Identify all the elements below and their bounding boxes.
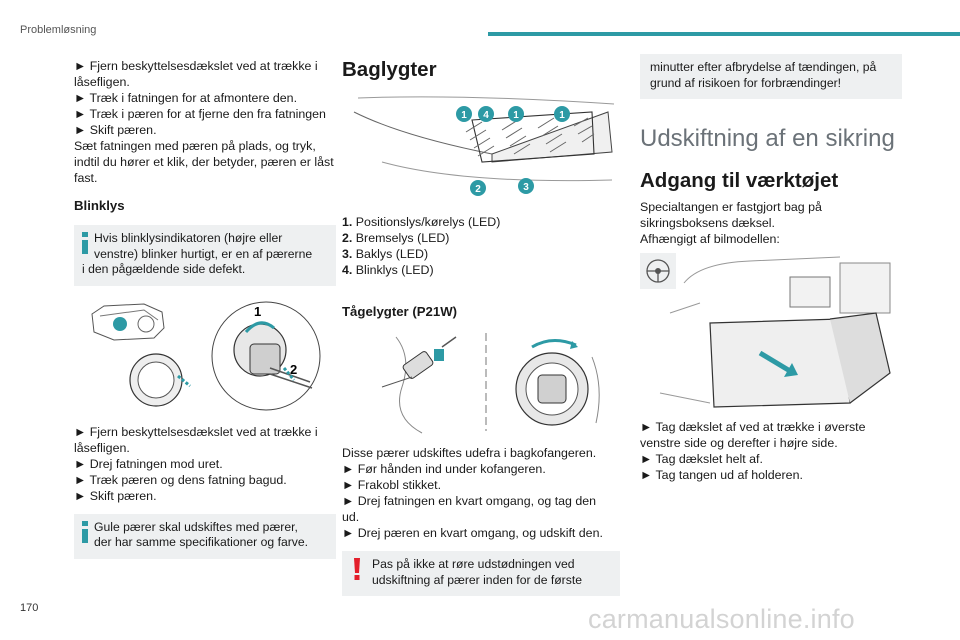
column-2: Baglygter 1 4 1 1 2 3 1. Positionslys/kø…: [342, 58, 620, 596]
lamp-list: 1. Positionslys/kørelys (LED) 2. Bremsel…: [342, 214, 620, 278]
baglygter-heading: Baglygter: [342, 58, 437, 81]
list-item: 4. Blinklys (LED): [342, 263, 434, 277]
baglygter-figure: 1 4 1 1 2 3: [353, 96, 615, 196]
text-line: ► Skift pæren.: [74, 488, 157, 503]
text-line: ► Frakobl stikket.: [342, 478, 442, 492]
column-1: ► Fjern beskyttelsesdækslet ved at trækk…: [74, 58, 336, 559]
text-line: indtil du hører et klik, der betyder, pæ…: [74, 155, 334, 169]
fog-steps: Disse pærer udskiftes udefra i bagkofang…: [342, 445, 620, 541]
text-line: låsefligen.: [74, 440, 130, 455]
warning-note-continued: minutter efter afbrydelse af tændingen, …: [640, 54, 902, 99]
fuse-heading: Udskiftning af en sikring: [640, 125, 895, 152]
fuse-cover-figure: [640, 253, 891, 408]
info-note: Hvis blinklysindikatoren (højre eller ve…: [74, 225, 336, 286]
list-item: 3. Baklys (LED): [342, 247, 429, 261]
callout-1: 1: [559, 110, 565, 121]
text-line: ► Tag dækslet helt af.: [640, 452, 763, 466]
text-line: ► Træk pæren og dens fatning bagud.: [74, 472, 287, 487]
text-line: ► Tag tangen ud af holderen.: [640, 468, 803, 482]
tool-heading: Adgang til værktøjet: [640, 169, 839, 192]
column-3: minutter efter afbrydelse af tændingen, …: [640, 54, 902, 483]
text-line: venstre side og derefter i højre side.: [640, 436, 838, 450]
fuse-steps: ► Tag dækslet af ved at trække i øverste…: [640, 419, 902, 483]
note-line: udskiftning af pærer inden for de første: [372, 572, 583, 587]
page-number: 170: [20, 602, 39, 614]
list-item: 1. Positionslys/kørelys (LED): [342, 215, 501, 229]
fog-lamp-figure: [381, 333, 600, 434]
info-icon: [82, 520, 88, 543]
text-line: Sæt fatningen med pæren på plads, og try…: [74, 139, 316, 153]
callout-3: 3: [523, 182, 529, 193]
callout-4: 4: [483, 110, 489, 121]
text-line: Afhængigt af bilmodellen:: [640, 232, 780, 246]
text-line: ► Skift pæren.: [74, 123, 157, 137]
note-line: Pas på ikke at røre udstødningen ved: [372, 557, 575, 571]
note-line: Gule pærer skal udskiftes med pærer,: [94, 519, 298, 534]
intro-text: ► Fjern beskyttelsesdækslet ved at trækk…: [74, 58, 336, 186]
text-line: ► Fjern beskyttelsesdækslet ved at trækk…: [74, 424, 318, 439]
note-line: der har samme specifikationer og farve.: [94, 535, 309, 549]
callout-2: 2: [475, 184, 481, 195]
text-line: Specialtangen er fastgjort bag på: [640, 200, 822, 214]
text-line: ► Før hånden ind under kofangeren.: [342, 462, 546, 476]
tool-text: Specialtangen er fastgjort bag på sikrin…: [640, 199, 902, 247]
text-line: låsefligen.: [74, 75, 130, 89]
text-line: ► Fjern beskyttelsesdækslet ved at trækk…: [74, 59, 318, 73]
callout-1: 1: [461, 110, 467, 121]
blinklys-figure: 1 2: [91, 301, 321, 410]
note-line: i den pågældende side defekt.: [82, 262, 246, 276]
text-line: Disse pærer udskiftes udefra i bagkofang…: [342, 446, 597, 460]
note-line: venstre) blinker hurtigt, er en af pærer…: [94, 246, 313, 261]
list-item: 2. Bremselys (LED): [342, 231, 450, 245]
header-accent-bar: [488, 32, 960, 36]
callout-1: 1: [513, 110, 519, 121]
text-line: ► Drej fatningen en kvart omgang, og tag…: [342, 494, 597, 508]
text-line: ud.: [342, 510, 360, 524]
note-line: minutter efter afbrydelse af tændingen, …: [650, 60, 877, 74]
warning-icon: [354, 558, 360, 580]
section-header: Problemløsning: [20, 24, 97, 36]
text-line: fast.: [74, 171, 98, 185]
blinklys-heading: Blinklys: [74, 198, 125, 213]
blinklys-steps: ► Fjern beskyttelsesdækslet ved at trækk…: [74, 424, 336, 504]
figure-label-2: 2: [290, 362, 297, 377]
text-line: sikringsboksens dæksel.: [640, 216, 775, 230]
note-line: Hvis blinklysindikatoren (højre eller: [94, 231, 283, 245]
watermark: carmanualsonline.info: [588, 604, 855, 634]
text-line: ► Tag dækslet af ved at trække i øverste: [640, 420, 866, 434]
text-line: ► Drej fatningen mod uret.: [74, 456, 223, 471]
note-line: grund af risikoen for forbrændinger!: [650, 75, 842, 90]
text-line: ► Træk i pæren for at fjerne den fra fat…: [74, 107, 326, 121]
fog-heading: Tågelygter (P21W): [342, 304, 458, 319]
info-icon: [82, 232, 88, 254]
text-line: ► Træk i fatningen for at afmontere den.: [74, 91, 298, 105]
info-note-bulbs: Gule pærer skal udskiftes med pærer, der…: [74, 513, 336, 559]
warning-note: Pas på ikke at røre udstødningen ved uds…: [342, 551, 620, 596]
figure-label-1: 1: [254, 304, 261, 319]
text-line: ► Drej pæren en kvart omgang, og udskift…: [342, 526, 603, 540]
